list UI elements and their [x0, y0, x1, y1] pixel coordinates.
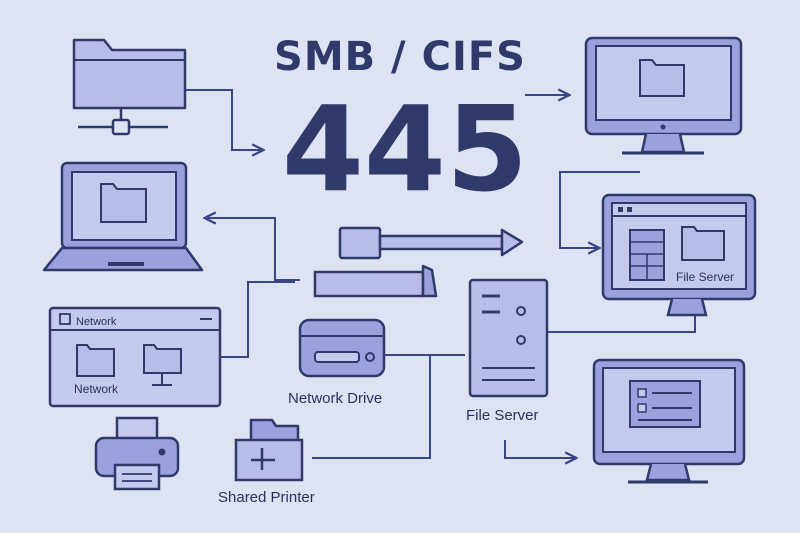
- file-server-monitor-icon: [601, 193, 757, 317]
- connector-lines: [185, 89, 696, 459]
- network-drive-label: Network Drive: [288, 390, 383, 407]
- connector-server-to-shared-folder: [312, 355, 431, 459]
- network-window-title: Network: [76, 316, 117, 328]
- network-drive-icon: [298, 318, 386, 378]
- folder-icon: [100, 183, 147, 223]
- folder-icon: [639, 59, 685, 97]
- connector-to-laptop: [206, 218, 300, 281]
- file-server-label: File Server: [466, 407, 539, 424]
- connector-folder-to-title: [185, 89, 262, 150]
- arrow-left-icon: [313, 264, 438, 298]
- folder-icon: [76, 344, 115, 377]
- laptop-icon: [42, 161, 204, 272]
- connector-server-to-bottom-monitor: [504, 440, 575, 458]
- connector-to-network-window: [220, 281, 295, 358]
- monitor-window-icon: [592, 358, 746, 484]
- shared-folder-icon: [234, 418, 304, 482]
- port-number: 445: [281, 80, 529, 218]
- network-window-icon: [48, 306, 222, 408]
- network-folder-small-icon: [143, 344, 182, 374]
- network-folder-icon: [72, 38, 187, 136]
- file-server-tower-icon: [468, 278, 549, 398]
- desktop-monitor-icon: [584, 36, 743, 155]
- protocol-title: SMB / CIFS: [274, 34, 526, 80]
- printer-icon: [94, 416, 180, 491]
- folder-icon: [681, 226, 725, 261]
- connector-server-to-monitor: [548, 316, 696, 333]
- network-folder-label: Network: [74, 382, 119, 396]
- connector-monitor-to-server-monitor: [559, 171, 640, 248]
- arrow-right-icon: [338, 226, 524, 260]
- file-server-monitor-label: File Server: [676, 270, 735, 284]
- shared-printer-label: Shared Printer: [218, 489, 315, 506]
